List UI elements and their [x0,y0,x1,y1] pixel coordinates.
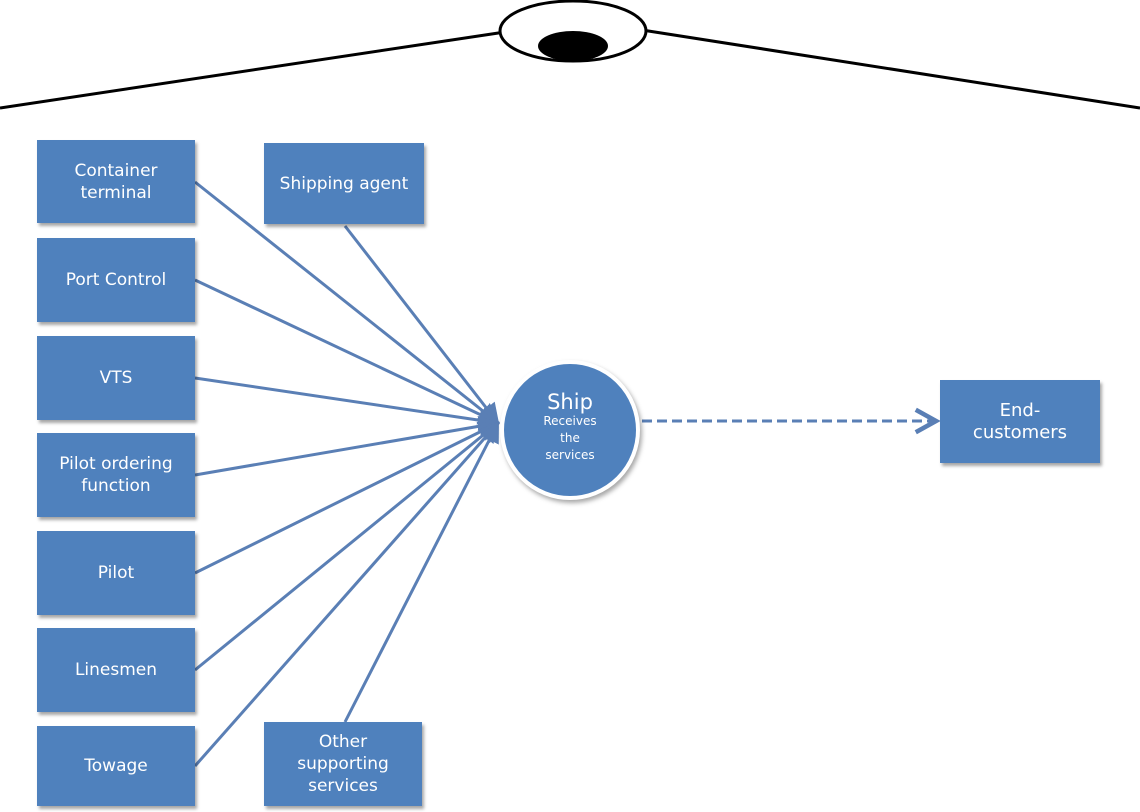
pilot-label: Pilot [97,563,135,583]
shipping-agent-label: Shipping agent [279,173,409,194]
connector-other-services [343,421,500,723]
horizon-left-line [0,30,506,110]
pilot-box: Pilot [37,531,195,615]
linesmen-box: Linesmen [37,628,195,712]
connector-pilot-ordering [194,415,501,477]
container-terminal-label: Container terminal [74,160,158,203]
ship-node: Ship Receives the services [500,360,640,500]
shipping-agent-box: Shipping agent [264,143,424,224]
connector-towage [193,421,500,767]
vts-box: VTS [37,336,195,420]
connector-linesmen [194,421,500,672]
ship-title: Ship [547,389,593,414]
end-customers-box: End- customers [940,380,1100,463]
connector-pilot [194,421,500,575]
end-customers-label: End- customers [972,399,1068,443]
connector-shipping-agent [343,225,500,425]
other-supporting-services-label: Other supporting services [297,732,389,796]
eye-icon [498,0,648,63]
vts-label: VTS [99,368,133,388]
connector-container-terminal [194,180,500,425]
container-terminal-box: Container terminal [37,140,195,223]
linesmen-label: Linesmen [74,660,158,680]
connector-vts [194,376,501,431]
ship-subtitle: Receives the services [543,413,597,462]
connector-port-control [194,278,500,425]
towage-box: Towage [37,726,195,806]
pilot-ordering-function-box: Pilot ordering function [37,433,195,517]
connectors [193,180,501,767]
pilot-ordering-function-label: Pilot ordering function [59,454,173,496]
horizon-right-line [641,28,1140,110]
port-control-label: Port Control [65,270,167,290]
port-control-box: Port Control [37,238,195,322]
towage-label: Towage [84,756,148,776]
other-supporting-services-box: Other supporting services [264,722,422,806]
